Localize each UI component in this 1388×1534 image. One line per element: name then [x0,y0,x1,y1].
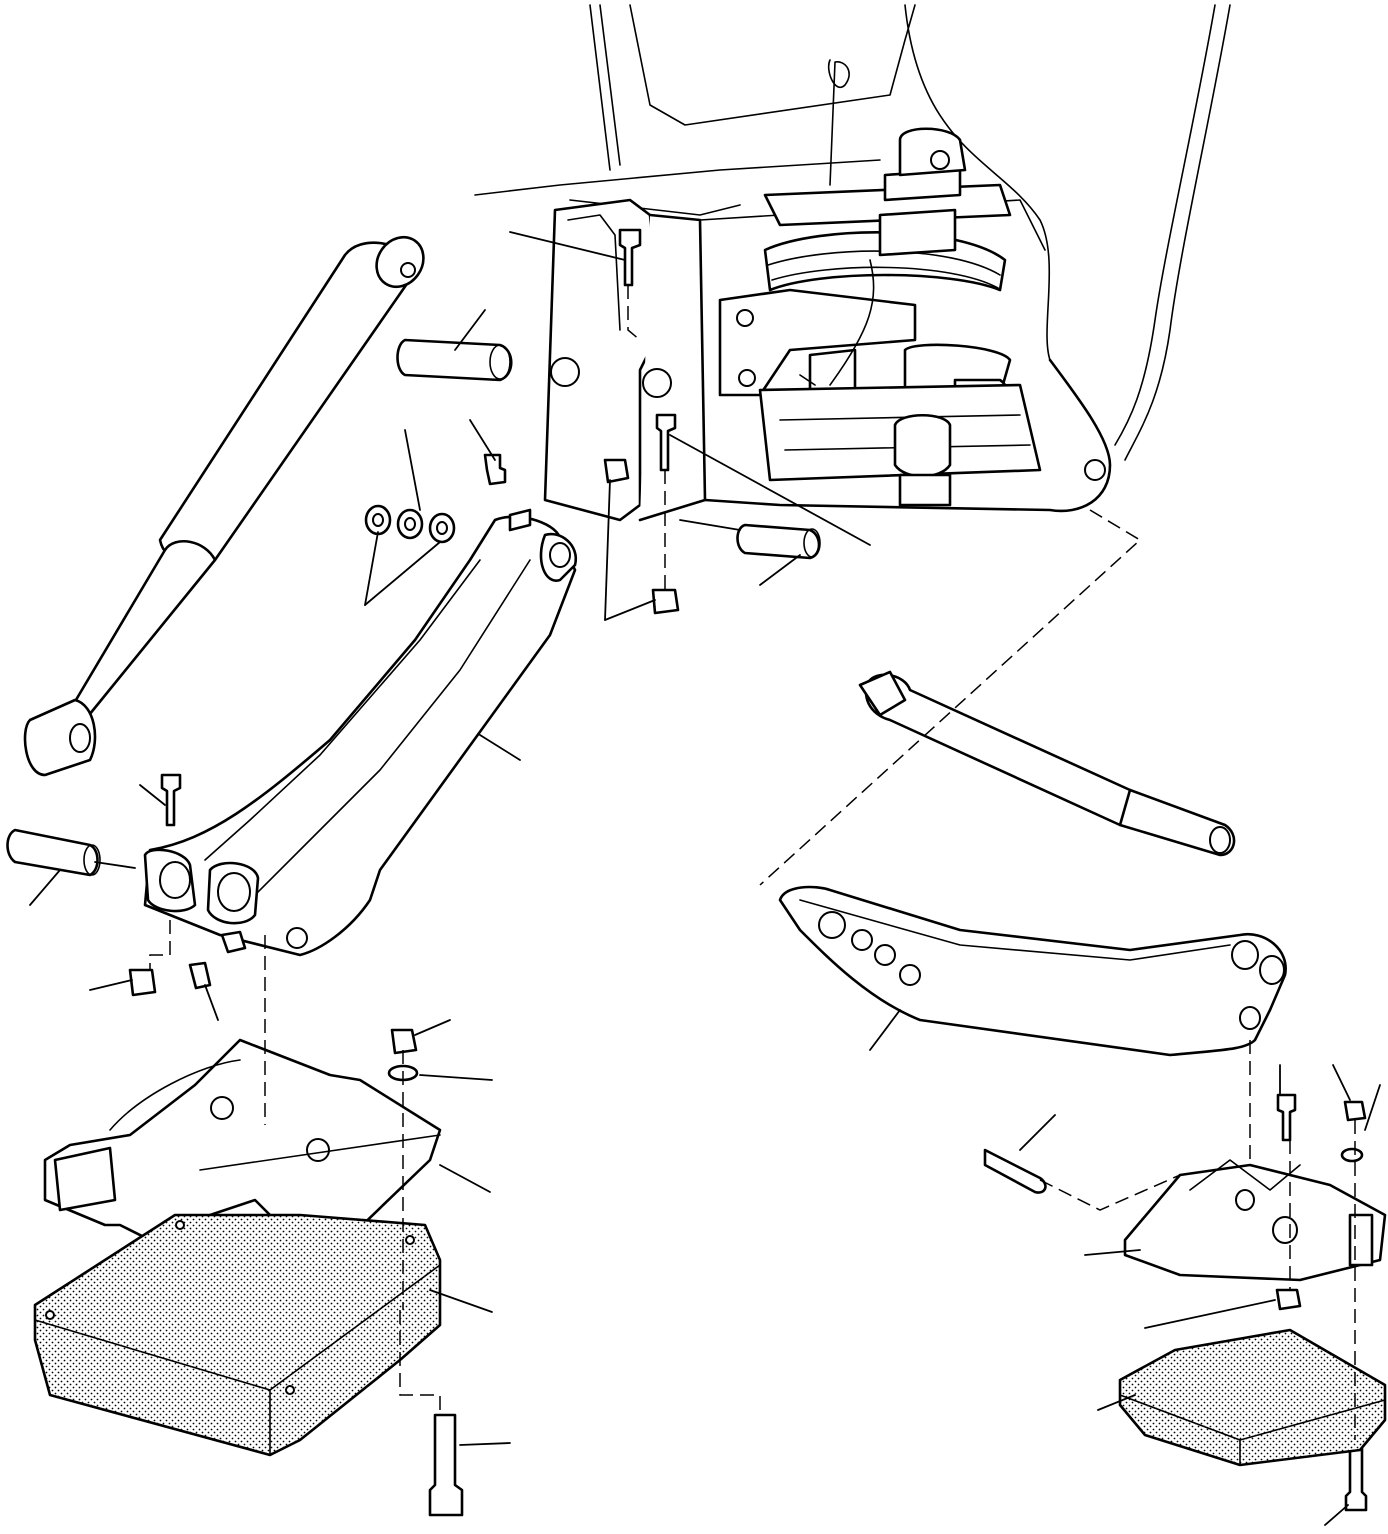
bushings [364,504,456,544]
lower-link-arm-right [778,885,1287,1194]
bolts [160,228,1368,1517]
spring-pack [718,59,1042,507]
lift-cylinder-right [858,670,1236,857]
lift-cylinder-left [23,235,425,777]
nuts [128,458,1367,1311]
grease-nipples [188,453,507,990]
lower-link-arm-left [143,508,578,957]
washers [387,1064,1364,1163]
mounting-bracket-right [1123,1159,1387,1282]
centerlines [149,285,1356,1440]
rubber-pad-left [33,1213,442,1457]
rubber-pad-right [1118,1328,1387,1467]
pivot-pins [6,338,821,877]
callout-leaders [29,231,1381,1526]
